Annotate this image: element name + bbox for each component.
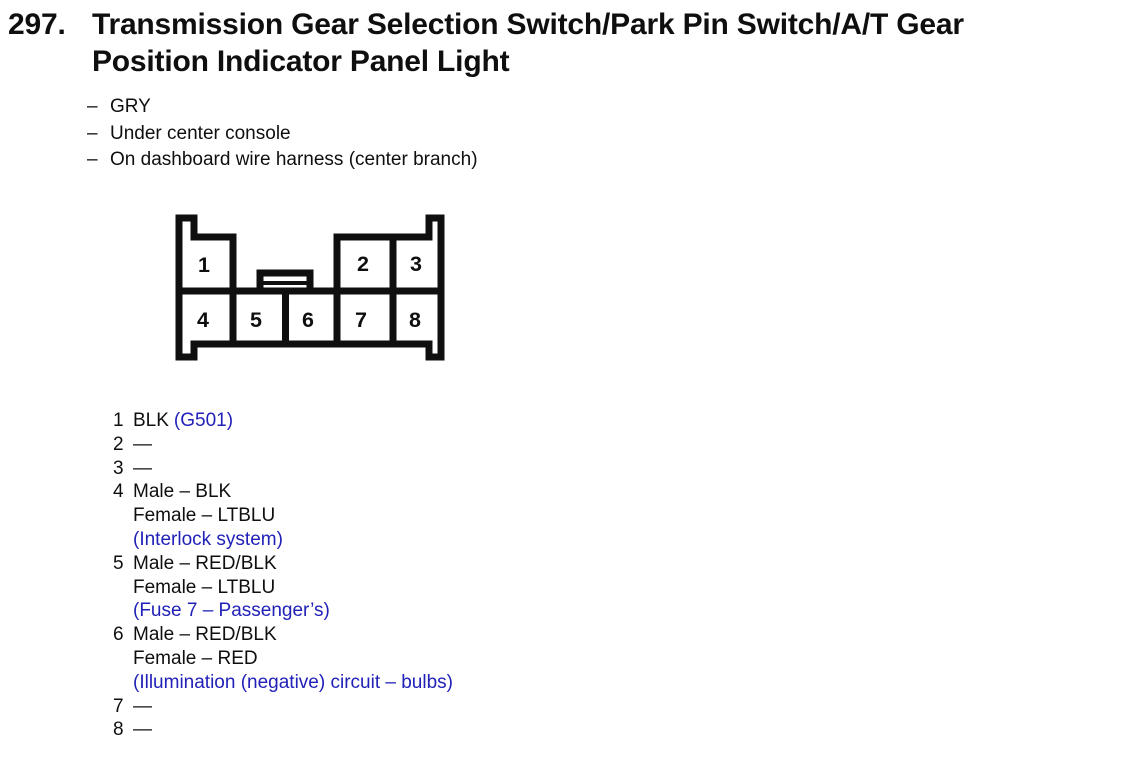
detail-text: On dashboard wire harness (center branch… (110, 149, 478, 170)
connector-cell-label: 8 (409, 308, 421, 332)
pin-note: (Illumination (negative) circuit – bulbs… (133, 671, 453, 693)
pin-wire: — (133, 433, 152, 455)
detail-text: GRY (110, 96, 151, 117)
connector-cell-label: 2 (357, 252, 369, 276)
title-line-1: Transmission Gear Selection Switch/Park … (92, 8, 964, 41)
pin-row-3: 3 — (113, 457, 453, 481)
pin-wire: — (133, 719, 152, 741)
pin-wire: — (133, 457, 152, 479)
pin-wire-group: Male – RED/BLK Female – RED (Illuminatio… (133, 623, 453, 694)
pin-wire: BLK(G501) (133, 409, 233, 433)
pin-female-wire: Female – RED (133, 647, 258, 669)
pin-number: 7 (113, 695, 124, 717)
connector-diagram: 1 2 3 4 5 6 7 8 (175, 214, 445, 361)
pin-number: 3 (113, 457, 124, 479)
pin-wire-group: Male – BLK Female – LTBLU (Interlock sys… (133, 480, 283, 551)
connector-cell-label: 4 (197, 308, 209, 332)
pin-row-6: 6 Male – RED/BLK Female – RED (Illuminat… (113, 623, 453, 694)
connector-outline (175, 214, 445, 361)
dash-marker: – (87, 96, 98, 117)
pin-wire-color: BLK (133, 410, 169, 431)
pin-note: (Interlock system) (133, 528, 283, 550)
pin-number: 8 (113, 719, 124, 741)
pin-note: (Fuse 7 – Passenger’s) (133, 600, 330, 622)
pin-row-5: 5 Male – RED/BLK Female – LTBLU (Fuse 7 … (113, 552, 453, 623)
connector-details: – GRY – Under center console – On dashbo… (87, 94, 478, 174)
pin-wire: — (133, 695, 152, 717)
pin-male-wire: Male – RED/BLK (133, 624, 277, 646)
connector-cell-label: 6 (302, 308, 314, 332)
detail-harness: – On dashboard wire harness (center bran… (87, 147, 478, 174)
connector-cell-label: 5 (250, 308, 262, 332)
pin-row-2: 2 — (113, 433, 453, 457)
pin-number: 1 (113, 410, 124, 431)
page-title: Transmission Gear Selection Switch/Park … (92, 6, 964, 80)
item-number: 297. (8, 8, 66, 41)
pin-row-4: 4 Male – BLK Female – LTBLU (Interlock s… (113, 480, 453, 551)
detail-location: – Under center console (87, 121, 478, 148)
connector-cell-label: 7 (355, 308, 367, 332)
connector-cell-label: 3 (410, 252, 422, 276)
pin-list: 1 BLK(G501) 2 — 3 — 4 Male – BLK Female … (113, 409, 453, 742)
pin-female-wire: Female – LTBLU (133, 576, 276, 598)
pin-male-wire: Male – RED/BLK (133, 552, 277, 574)
pin-row-8: 8 — (113, 718, 453, 742)
detail-text: Under center console (110, 122, 291, 144)
dash-marker: – (87, 149, 98, 170)
pin-number: 5 (113, 552, 124, 574)
title-line-2: Position Indicator Panel Light (92, 45, 510, 78)
connector-cell-label: 1 (198, 253, 210, 277)
pin-male-wire: Male – BLK (133, 481, 232, 503)
dash-marker: – (87, 122, 98, 144)
pin-note: (G501) (173, 410, 234, 431)
detail-color: – GRY (87, 94, 478, 121)
pin-wire-group: Male – RED/BLK Female – LTBLU (Fuse 7 – … (133, 552, 330, 623)
pin-female-wire: Female – LTBLU (133, 505, 276, 527)
pin-row-7: 7 — (113, 695, 453, 719)
pin-row-1: 1 BLK(G501) (113, 409, 453, 433)
pin-number: 2 (113, 433, 124, 455)
pin-number: 4 (113, 481, 124, 503)
pin-number: 6 (113, 624, 124, 646)
